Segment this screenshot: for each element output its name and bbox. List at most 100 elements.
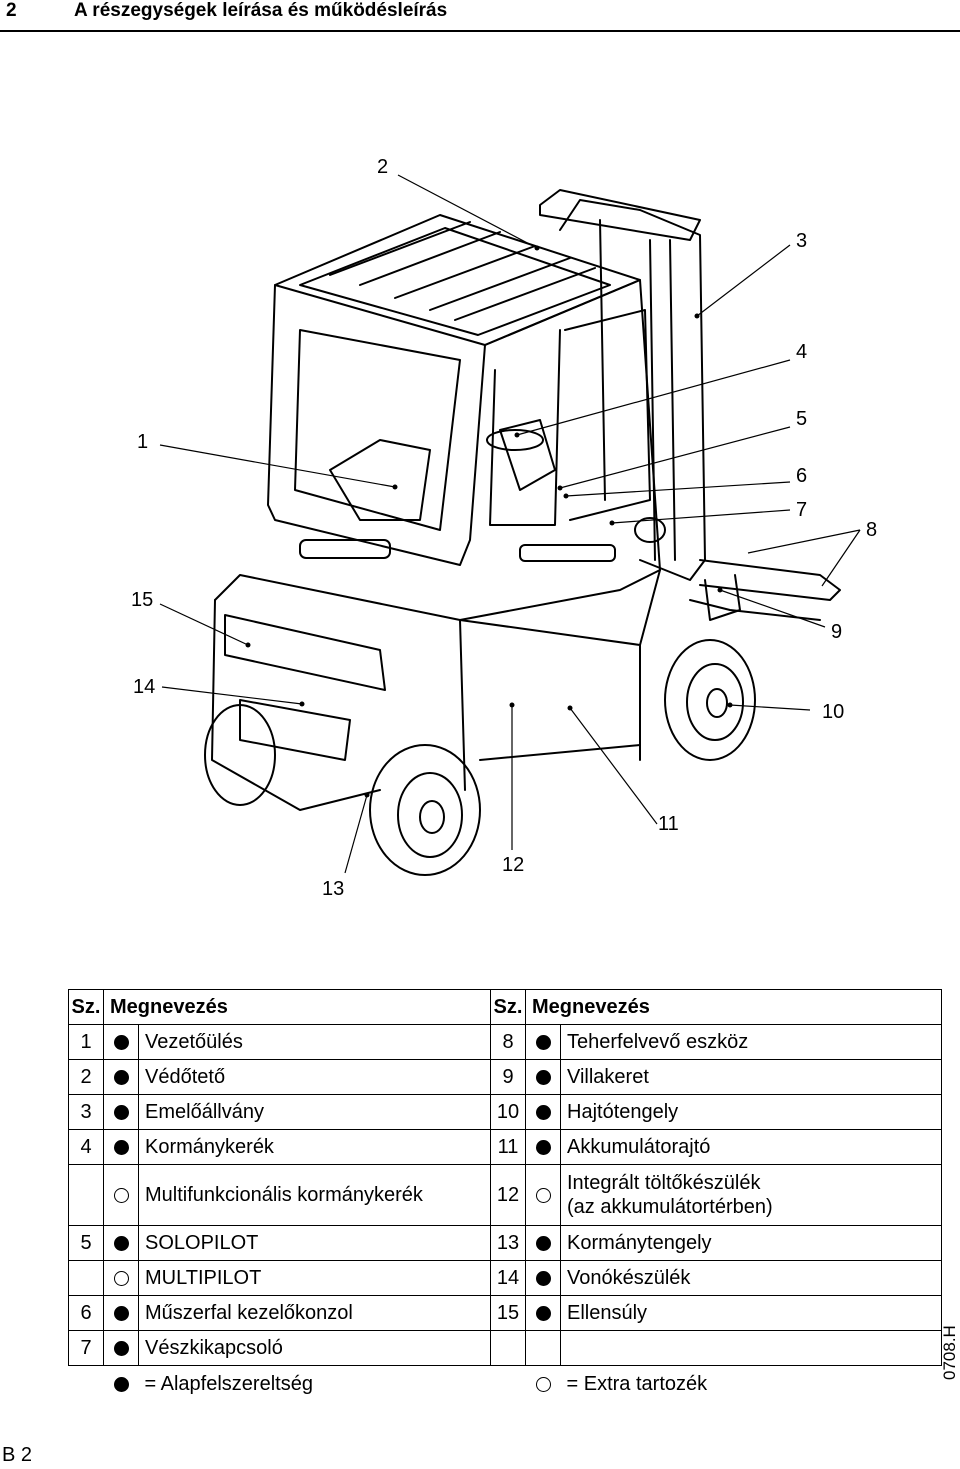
standard-symbol [535,1305,551,1321]
item-number: 6 [68,1295,104,1331]
forklift-outline [204,189,841,876]
header-rule [0,30,960,32]
col-name-header: Megnevezés [103,989,491,1025]
item-name: Vezetőülés [138,1024,491,1060]
item-name: SOLOPILOT [138,1225,491,1261]
callout-dots [245,245,733,798]
item-number: 1 [68,1024,104,1060]
item-name: Kormánytengely [560,1225,942,1261]
legend-footer-row: = Alapfelszereltség = Extra tartozék [69,1366,942,1403]
callout-1: 1 [137,431,148,453]
standard-symbol [113,1139,129,1155]
callout-13: 13 [322,878,344,900]
chapter-title: A részegységek leírása és működésleírás [74,0,448,21]
item-number: 13 [490,1225,526,1261]
legend-row: 7 Vészkikapcsoló [68,1330,942,1366]
standard-symbol [535,1069,551,1085]
callout-5: 5 [796,408,807,430]
callout-15: 15 [131,589,153,611]
standard-symbol [113,1235,129,1251]
item-number [68,1260,104,1296]
callout-11: 11 [658,813,679,835]
item-name: Védőtető [138,1059,491,1095]
extra-key-text: = Extra tartozék [566,1372,708,1395]
item-number: 8 [490,1024,526,1060]
standard-symbol [113,1340,129,1356]
item-number: 5 [68,1225,104,1261]
callout-10: 10 [822,701,844,723]
extra-symbol [113,1187,129,1203]
forklift-drawing: 1 2 3 4 5 6 7 8 9 10 11 12 13 14 15 [131,156,877,900]
item-name: Teherfelvevő eszköz [560,1024,942,1060]
item-name: Akkumulátorajtó [560,1129,942,1165]
page-number: B 2 [2,1444,33,1466]
item-number [68,1164,104,1226]
extra-symbol [535,1187,551,1203]
item-number: 14 [490,1260,526,1296]
callout-labels: 1 2 3 4 5 6 7 8 9 10 11 12 13 14 15 [131,156,877,900]
parts-legend-table: Sz. Megnevezés Sz. Megnevezés 1 Vezetőülé… [68,989,942,1402]
item-name: Vészkikapcsoló [138,1330,491,1366]
item-name-line: (az akkumulátortérben) [567,1196,773,1218]
page-header: 2 A részegységek leírása és működésleírá… [0,0,960,32]
item-name: MULTIPILOT [138,1260,491,1296]
standard-symbol [535,1139,551,1155]
item-number: 4 [68,1129,104,1165]
standard-key-text: = Alapfelszereltség [144,1372,313,1395]
callout-4: 4 [796,341,807,363]
item-name: Hajtótengely [560,1094,942,1130]
standard-symbol [113,1104,129,1120]
extra-symbol [113,1270,129,1286]
callout-7: 7 [796,499,807,521]
item-name-line: Integrált töltőkészülék [567,1172,761,1194]
item-name: Emelőállvány [138,1094,491,1130]
standard-symbol [113,1069,129,1085]
item-name: Villakeret [560,1059,942,1095]
standard-symbol [535,1034,551,1050]
callout-14: 14 [133,676,155,698]
callout-9: 9 [831,621,842,643]
chapter-number: 2 [6,0,17,21]
callout-leaders [159,174,861,874]
standard-symbol [113,1034,129,1050]
standard-symbol [535,1235,551,1251]
item-number: 12 [490,1164,526,1226]
standard-symbol [535,1270,551,1286]
item-name: Műszerfal kezelőkonzol [138,1295,491,1331]
item-name: Multifunkcionális kormánykerék [138,1164,491,1226]
item-number: 10 [490,1094,526,1130]
col-no-header-2: Sz. [490,989,526,1025]
item-number [490,1330,526,1366]
col-name-header-2: Megnevezés [525,989,942,1025]
callout-2: 2 [377,156,388,178]
callout-6: 6 [796,465,807,487]
extra-symbol [535,1376,551,1392]
item-number: 9 [490,1059,526,1095]
standard-symbol [535,1104,551,1120]
item-number: 11 [490,1129,526,1165]
item-number: 15 [490,1295,526,1331]
item-number: 7 [68,1330,104,1366]
standard-symbol [113,1305,129,1321]
item-name: Integrált töltőkészülék(az akkumulátorté… [560,1164,942,1226]
item-name [560,1330,942,1366]
item-number: 3 [68,1094,104,1130]
standard-symbol [113,1376,129,1392]
col-no-header: Sz. [68,989,104,1025]
callout-12: 12 [502,854,524,876]
callout-3: 3 [796,230,807,252]
item-name: Kormánykerék [138,1129,491,1165]
legend-header-row: Sz. Megnevezés Sz. Megnevezés [68,989,942,1025]
item-name: Ellensúly [560,1295,942,1331]
item-number: 2 [68,1059,104,1095]
document-id: 0708.H [940,1325,959,1380]
item-name: Vonókészülék [560,1260,942,1296]
